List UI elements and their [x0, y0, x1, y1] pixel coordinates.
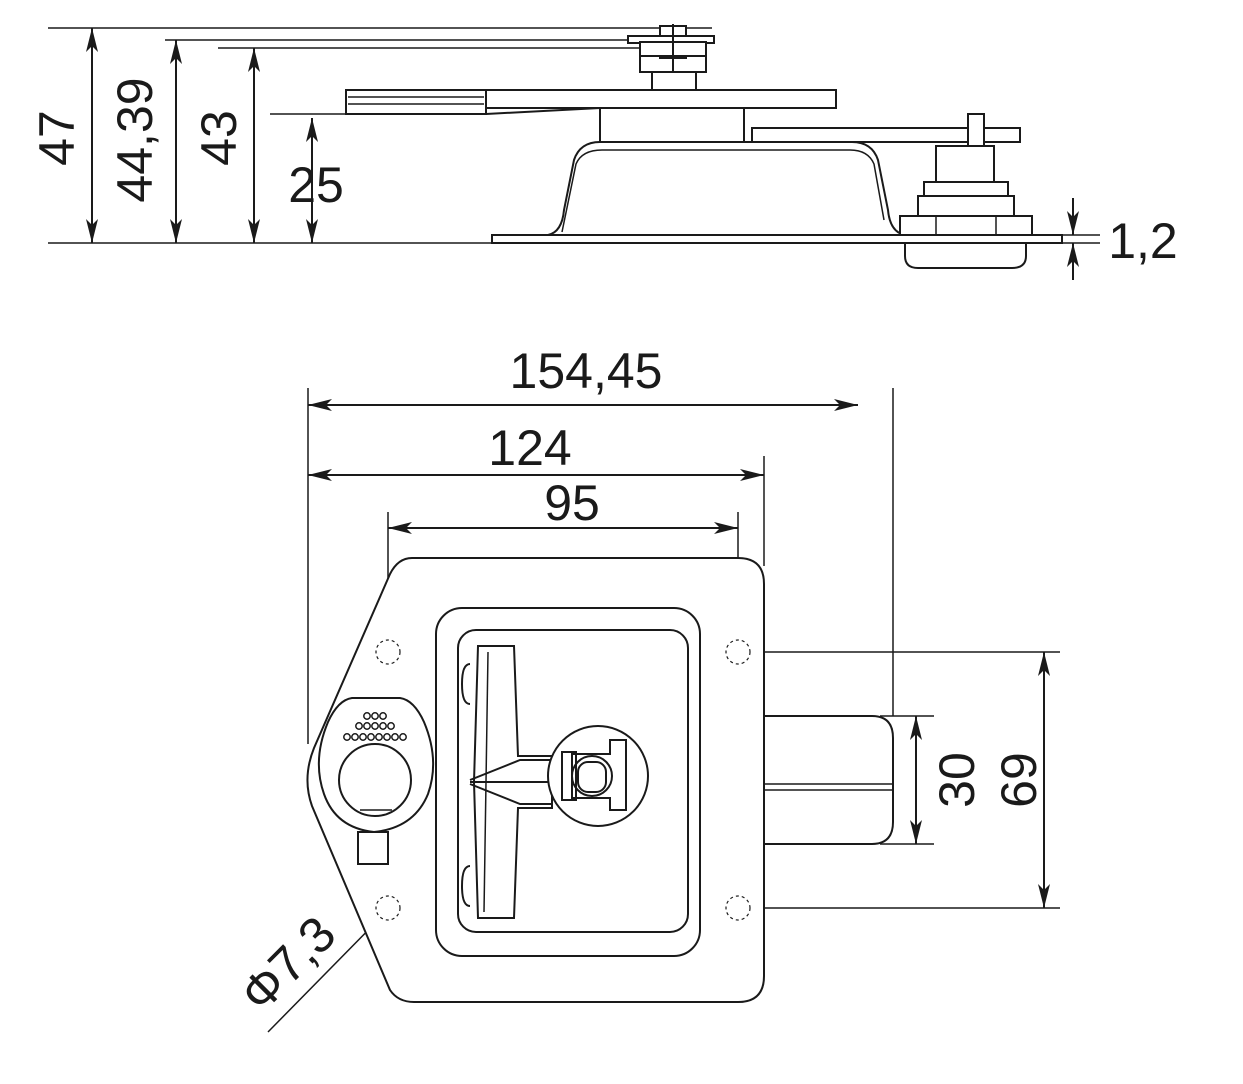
latch-side-profile [345, 24, 1063, 269]
bolt [763, 715, 894, 845]
dim-15445-label: 154,45 [510, 343, 663, 399]
mounting-hole-top-right [725, 639, 751, 665]
dim-25-label: 25 [288, 157, 344, 213]
dim-12-label: 1,2 [1108, 213, 1178, 269]
front-view: 154,45 124 95 30 69 Φ7,3 [229, 343, 1060, 1033]
dim-124-label: 124 [488, 420, 571, 476]
dim-4439-label: 44,39 [107, 77, 163, 202]
t-handle [469, 645, 553, 919]
dim-30-label: 30 [929, 752, 985, 808]
key-cylinder [317, 697, 435, 865]
dim-69-label: 69 [991, 752, 1047, 808]
mounting-hole-bottom-right [725, 895, 751, 921]
latch-front-outline [306, 557, 894, 1003]
mounting-hole-top-left [375, 639, 401, 665]
mounting-hole-bottom-left [375, 895, 401, 921]
dim-43-label: 43 [191, 110, 247, 166]
side-view: 47 44,39 43 25 1,2 [29, 24, 1178, 280]
dim-95-label: 95 [544, 475, 600, 531]
dim-hole-label: Φ7,3 [229, 905, 346, 1022]
dim-47-label: 47 [29, 110, 85, 166]
